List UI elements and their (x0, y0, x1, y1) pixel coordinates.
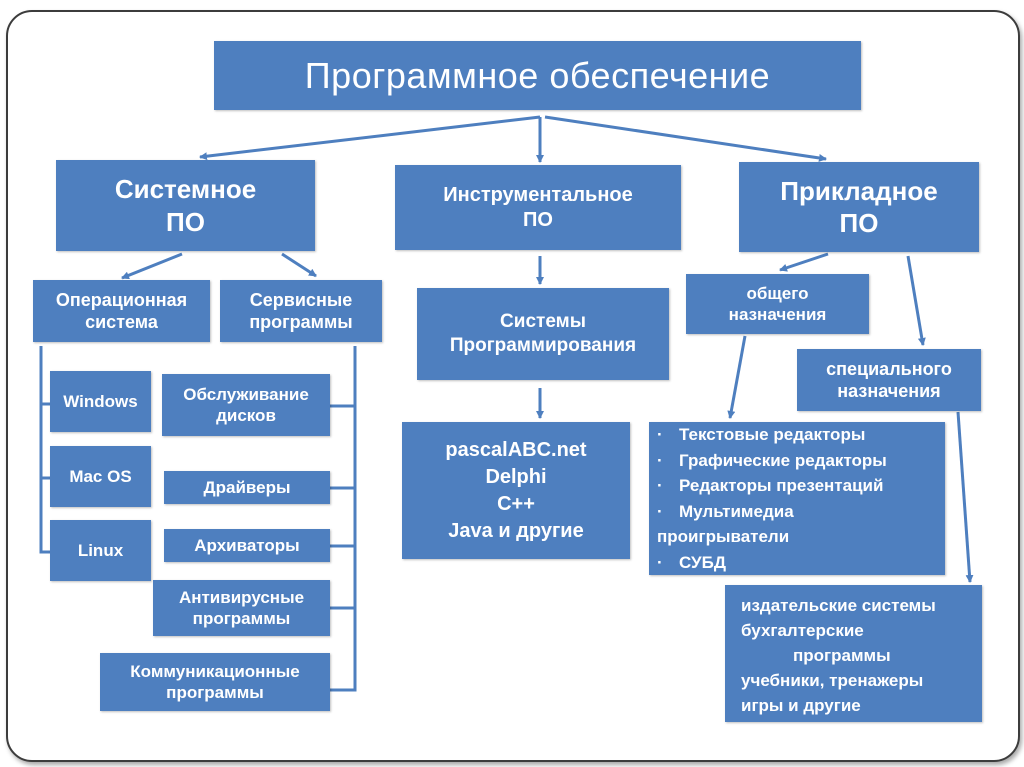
arrow-to-special-list (956, 411, 974, 583)
list-item: учебники, тренажеры (741, 671, 924, 690)
arrow-to-general-list (727, 335, 747, 419)
arrow-to-applied (544, 115, 827, 162)
service-bracket (328, 346, 357, 692)
list-item: проигрыватели (657, 527, 790, 546)
programming-examples-box: pascalABC.net Delphi C++ Java и другие (402, 422, 630, 559)
list-item: программы (793, 646, 891, 665)
arrow-to-general (779, 252, 829, 272)
general-purpose-list: ·Текстовые редакторы ·Графические редакт… (649, 422, 945, 575)
service-item-communication: Коммуникационные программы (100, 653, 330, 711)
service-item-archivers: Архиваторы (164, 529, 330, 562)
service-item-disk-maintenance: Обслуживание дисков (162, 374, 330, 436)
operating-system-box: Операционная система (33, 280, 210, 342)
os-bracket (39, 346, 50, 554)
service-programs-box: Сервисные программы (220, 280, 382, 342)
arrow-to-special (906, 255, 926, 346)
arrow-to-service (281, 252, 317, 278)
service-item-antivirus: Антивирусные программы (153, 580, 330, 636)
list-item: ·Текстовые редакторы (657, 425, 866, 444)
list-item: ·Мультимедиа (657, 501, 794, 521)
arrow-to-system (199, 115, 541, 161)
tools-software-box: Инструментальное ПО (395, 165, 681, 250)
list-item: игры и другие (741, 696, 861, 715)
diagram-title: Программное обеспечение (214, 41, 861, 110)
list-item: издательские системы (741, 596, 936, 615)
programming-systems-box: Системы Программирования (417, 288, 669, 380)
system-software-box: Системное ПО (56, 160, 315, 251)
list-item: ·Графические редакторы (657, 450, 887, 470)
general-purpose-box: общего назначения (686, 274, 869, 334)
service-item-drivers: Драйверы (164, 471, 330, 504)
os-item-linux: Linux (50, 520, 151, 581)
arrow-to-os (121, 252, 183, 280)
special-purpose-box: специального назначения (797, 349, 981, 411)
list-item: бухгалтерские (741, 621, 864, 640)
list-item: ·Редакторы презентаций (657, 476, 884, 495)
os-item-windows: Windows (50, 371, 151, 432)
special-purpose-list: издательские системы бухгалтерские прогр… (725, 585, 982, 722)
applied-software-box: Прикладное ПО (739, 162, 979, 252)
list-item: ·СУБД (657, 552, 726, 572)
os-item-macos: Mac OS (50, 446, 151, 507)
